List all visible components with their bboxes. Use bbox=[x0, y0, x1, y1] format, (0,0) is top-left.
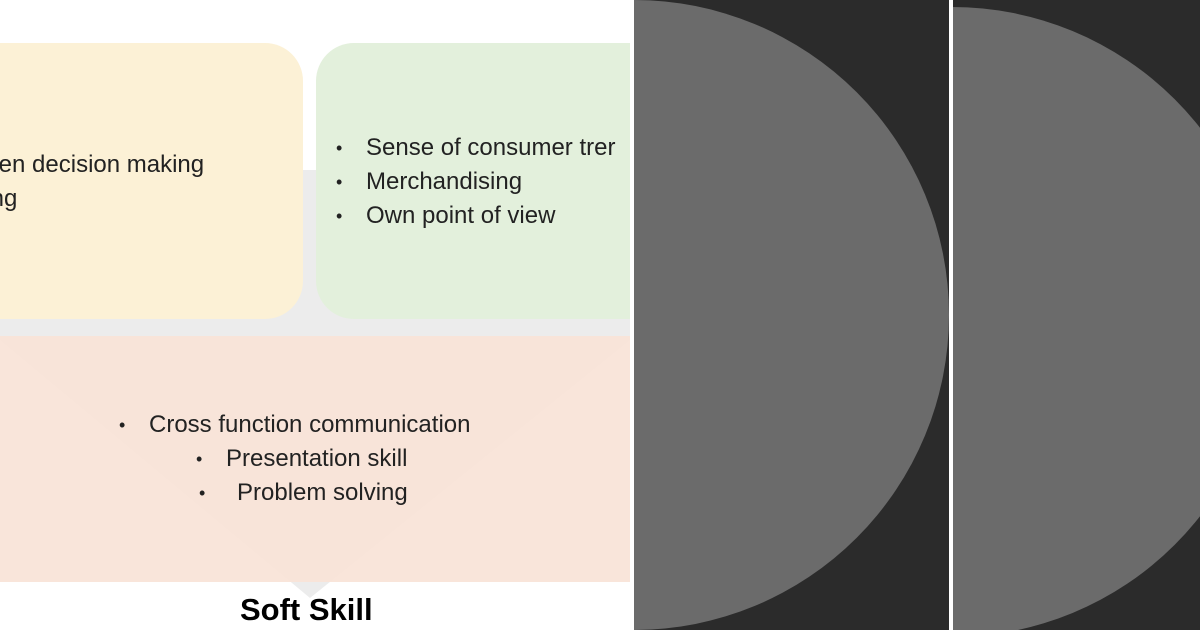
list-item-text: nking bbox=[0, 185, 18, 212]
half-circle-left bbox=[634, 0, 949, 630]
list-item: •driven decision making bbox=[0, 148, 204, 182]
list-item-text: driven decision making bbox=[0, 151, 205, 178]
decorative-half-circles bbox=[634, 0, 1200, 630]
bullet-icon: • bbox=[336, 172, 343, 192]
bullet-icon: • bbox=[199, 483, 206, 503]
list-item: •sis bbox=[0, 114, 204, 148]
bullet-icon: • bbox=[336, 206, 343, 226]
list-item: • Presentation skill bbox=[196, 442, 407, 476]
analytical-skill-list: •sis •driven decision making •nking bbox=[0, 114, 204, 216]
list-item: • Sense of consumer trer bbox=[336, 131, 615, 165]
panel-divider bbox=[949, 0, 953, 630]
list-item-text: Cross function communication bbox=[149, 411, 471, 438]
soft-skill-title: Soft Skill bbox=[240, 592, 373, 627]
bullet-icon: • bbox=[196, 449, 203, 469]
bullet-icon: • bbox=[336, 138, 343, 158]
list-item-text: Own point of view bbox=[366, 202, 556, 229]
list-item-text: Problem solving bbox=[237, 479, 408, 506]
dark-side-panel bbox=[634, 0, 1200, 630]
half-circle-right bbox=[952, 7, 1200, 630]
bullet-icon: • bbox=[119, 415, 126, 435]
list-item: • Problem solving bbox=[199, 476, 408, 510]
list-item: • Own point of view bbox=[336, 199, 615, 233]
list-item: •nking bbox=[0, 182, 204, 216]
list-item-text: Presentation skill bbox=[226, 445, 408, 472]
soft-skill-box bbox=[0, 336, 630, 582]
list-item-text: Sense of consumer trer bbox=[366, 134, 616, 161]
list-item-text: Merchandising bbox=[366, 168, 523, 195]
list-item: • Cross function communication bbox=[119, 408, 470, 442]
creative-skill-list: • Sense of consumer trer • Merchandising •… bbox=[336, 131, 615, 233]
creative-skill-box bbox=[316, 43, 630, 319]
analytical-skill-box bbox=[0, 43, 303, 319]
list-item: • Merchandising bbox=[336, 165, 615, 199]
slide-panel: •sis •driven decision making •nking •Sen… bbox=[0, 43, 630, 627]
